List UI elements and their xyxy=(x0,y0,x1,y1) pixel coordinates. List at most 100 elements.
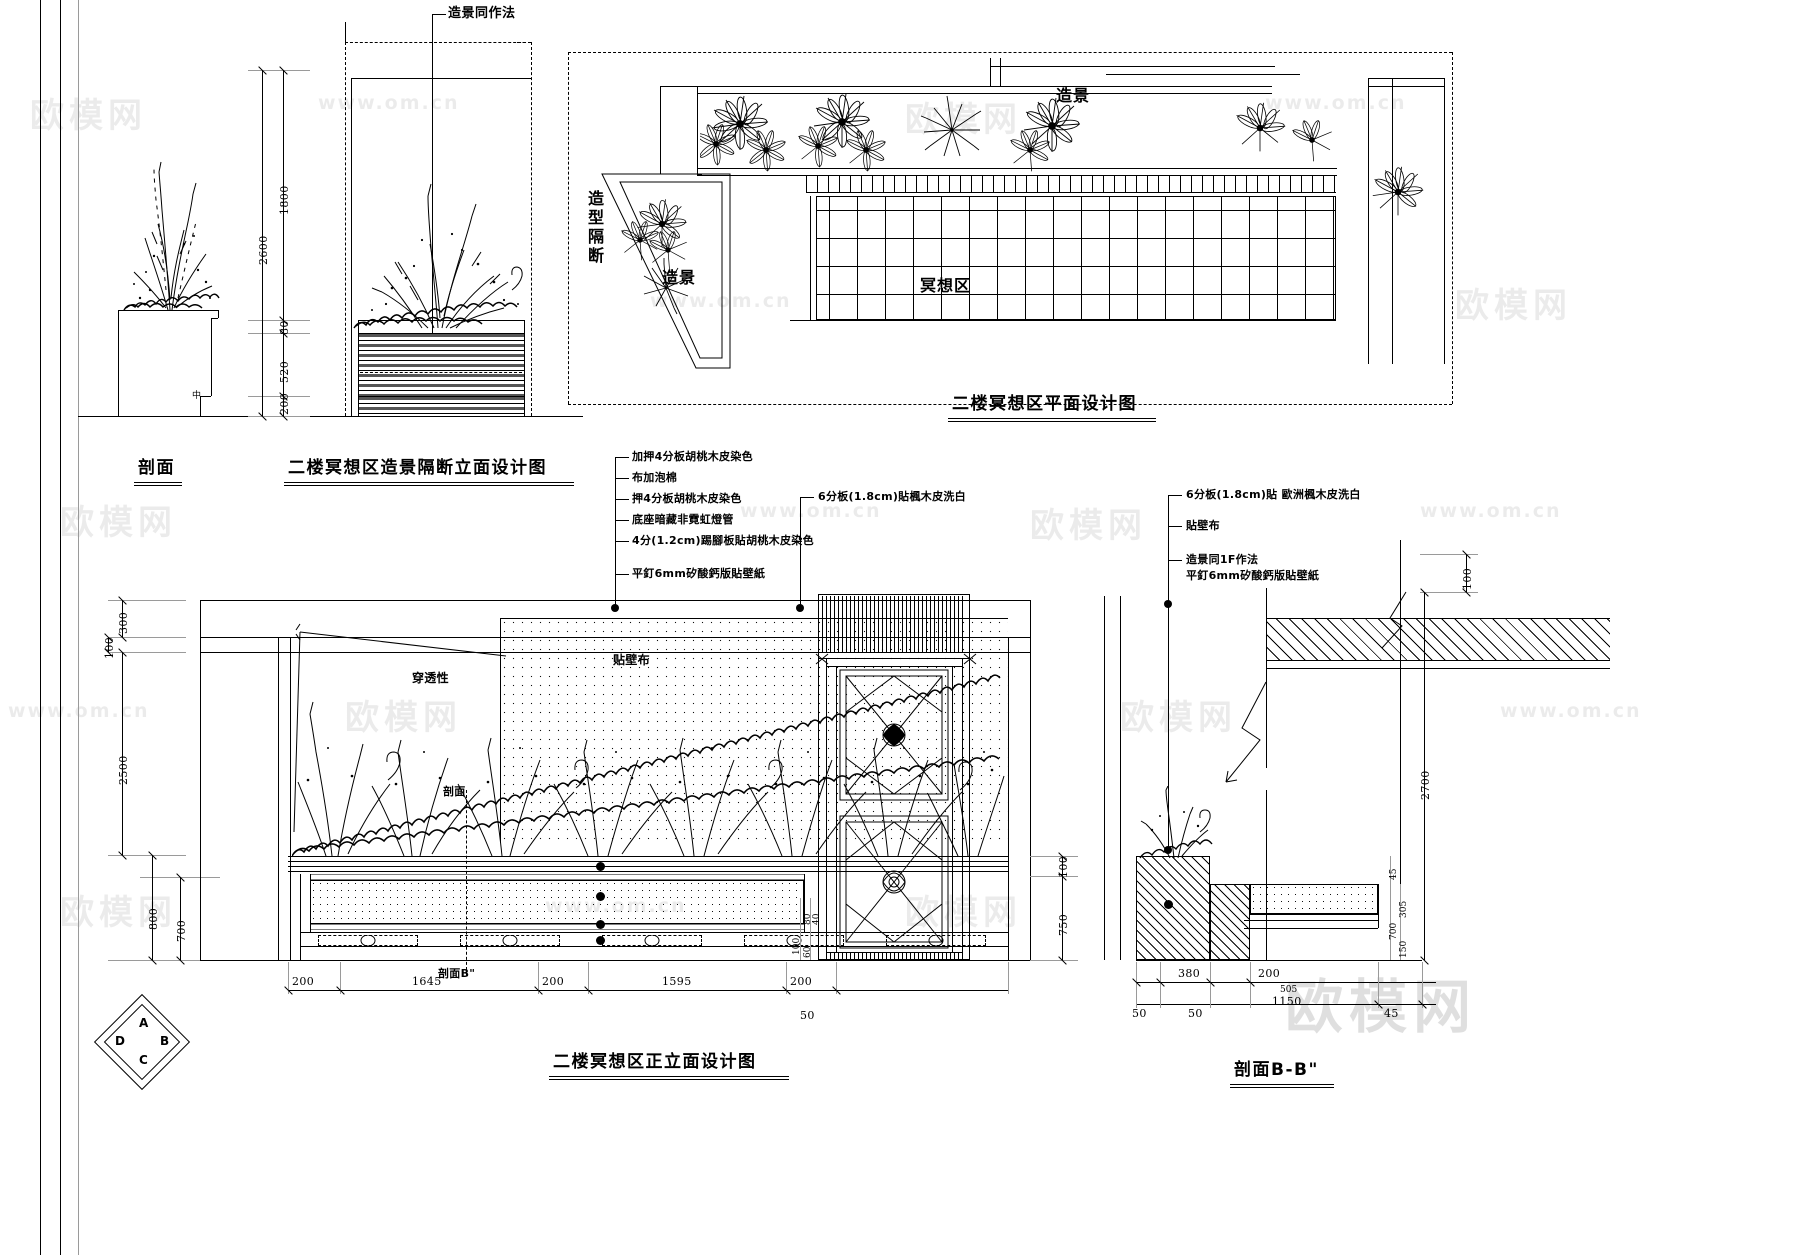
pot-outline xyxy=(200,396,201,416)
plant-sketch xyxy=(353,183,523,329)
watermark: 欧模网 xyxy=(30,96,147,136)
dim-line-520 xyxy=(283,333,284,396)
plan-line xyxy=(790,320,1336,321)
bb-bench-hatch xyxy=(1210,884,1250,960)
dim-line-2500 xyxy=(122,652,123,855)
dim-ext-line xyxy=(248,416,310,417)
cabinet-corner-marks xyxy=(815,653,977,665)
boundary-dashed xyxy=(345,42,346,416)
bb-leader-note-2: 貼壁布 xyxy=(1186,519,1220,532)
dim-label-100: 100 xyxy=(103,636,116,659)
skirting-lamp-row xyxy=(318,935,998,946)
dim-ext-line xyxy=(1030,876,1078,877)
dim-label-60s: 60 xyxy=(803,946,813,958)
dim-ext-line xyxy=(1420,554,1478,555)
dim-ext-line xyxy=(1030,856,1078,857)
dim-line-750 xyxy=(1062,876,1063,960)
wall-edge xyxy=(200,600,201,960)
leader-tick xyxy=(615,574,629,575)
bb-ceiling-line xyxy=(1266,660,1610,661)
leader-dot xyxy=(1164,900,1173,909)
plan-column-line xyxy=(1368,86,1444,87)
plant-row-sketch xyxy=(292,674,1005,857)
dim-line-2600 xyxy=(262,70,263,416)
dim-ext-line xyxy=(1420,592,1478,593)
planter-fabric-outline xyxy=(310,880,804,924)
plan-boundary xyxy=(568,52,569,404)
bb-leader-note-4: 平釘6mm矽酸鈣版貼壁紙 xyxy=(1186,569,1320,582)
plant-sketch xyxy=(123,161,220,311)
dim-ext-line xyxy=(108,652,186,653)
cabinet-line xyxy=(952,666,953,952)
caption-rule xyxy=(1230,1084,1334,1088)
bb-wall-line xyxy=(1104,596,1105,960)
plan-tick-band xyxy=(806,176,1336,192)
dim-line-100r xyxy=(1062,856,1063,876)
cabinet-line xyxy=(826,658,827,960)
watermark: www.om.cn xyxy=(318,92,460,114)
plan-label-meditation: 冥想区 xyxy=(920,276,972,295)
dim-line-horizontal xyxy=(288,990,1008,991)
note-label-landscape-method: 造景同作法 xyxy=(448,6,516,21)
front-elevation-caption: 二楼冥想区正立面设计图 xyxy=(553,1052,757,1072)
pot-outline xyxy=(118,310,218,311)
caption-rule xyxy=(134,482,182,486)
dim-line-small xyxy=(1400,884,1401,960)
dim-ext-line xyxy=(108,600,186,601)
leader-note-right: 6分板(1.8cm)貼楓木皮洗白 xyxy=(818,490,966,503)
leader-note-1: 加押4分板胡桃木皮染色 xyxy=(632,450,753,463)
planter-edge xyxy=(804,874,805,932)
dim-label-40s: 40 xyxy=(812,913,822,925)
wallcloth-edge xyxy=(500,618,1008,619)
plan-flower-cluster xyxy=(700,93,1332,172)
leader-dot xyxy=(596,920,605,929)
dim-line-1800 xyxy=(283,70,284,320)
leader-dot xyxy=(596,862,605,871)
plan-label-partition: 造型隔断 xyxy=(585,190,604,266)
watermark: www.om.cn xyxy=(1420,500,1562,522)
plan-label-landscape-left: 造景 xyxy=(662,268,697,287)
cabinet-line xyxy=(962,658,963,960)
dim-ext-line xyxy=(1250,962,1251,1008)
cabinet-line xyxy=(818,652,970,653)
leader-tick xyxy=(615,478,629,479)
pot-outline xyxy=(211,318,212,396)
dim-label-h-200b: 200 xyxy=(542,975,565,988)
leader-dot xyxy=(796,604,804,612)
bb-dim-150: 150 xyxy=(1399,940,1409,958)
sheet-border-line xyxy=(78,0,79,1255)
label-transparency: 穿透性 xyxy=(412,671,449,685)
watermark: 欧模网 xyxy=(1455,286,1572,326)
bb-plant-sketch xyxy=(1139,786,1213,859)
planter-cap xyxy=(288,856,1008,857)
plan-wall-line xyxy=(1106,74,1300,75)
dim-line-h-bb2 xyxy=(1136,1004,1436,1005)
bb-dim-h-1150: 1150 xyxy=(1272,995,1302,1008)
planter-cap-line xyxy=(358,333,524,334)
leader-dot xyxy=(611,604,619,612)
plan-wall-line xyxy=(697,93,1272,94)
planter-trim xyxy=(310,874,804,880)
planter-dashed-line xyxy=(360,372,522,373)
pot-outline xyxy=(218,310,219,318)
leader-tick xyxy=(615,499,629,500)
bb-dim-h-50a: 50 xyxy=(1132,1007,1147,1020)
bb-dim-h-50b: 50 xyxy=(1188,1007,1203,1020)
dim-ext-line xyxy=(248,320,310,321)
boundary-dashed xyxy=(517,42,531,43)
planter-cap xyxy=(288,866,1008,867)
watermark: www.om.cn xyxy=(740,500,882,522)
dim-ext-line xyxy=(248,396,310,397)
dim-ext-line xyxy=(108,855,186,856)
plan-wall-line xyxy=(660,86,697,87)
label-section-a: 剖面 xyxy=(443,785,466,798)
door-panel-lower xyxy=(839,815,949,949)
dim-line-100bb xyxy=(1466,554,1467,592)
bb-dim-2700: 2700 xyxy=(1419,770,1432,800)
leader-note-3: 押4分板胡桃木皮染色 xyxy=(632,492,742,505)
pot-outline xyxy=(118,310,119,416)
planter-cap xyxy=(288,871,1008,872)
dim-line-small xyxy=(810,898,811,960)
dim-ext-line xyxy=(1030,960,1078,961)
